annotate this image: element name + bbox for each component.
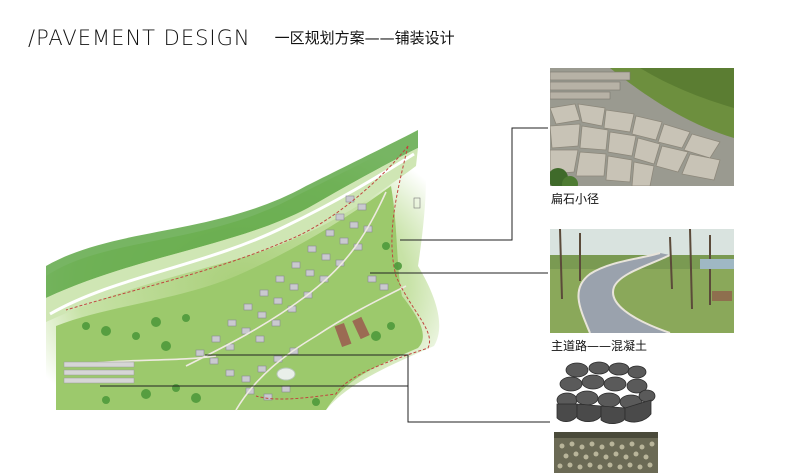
- flagstone-path-caption: 扁石小径: [551, 192, 600, 206]
- flagstone-path-photo: [550, 68, 734, 186]
- concrete-road-caption: 主道路——混凝土: [551, 339, 648, 353]
- title-chinese: 一区规划方案——铺装设计: [274, 29, 455, 47]
- title-english: /PAVEMENT DESIGN: [28, 26, 251, 50]
- page-header: /PAVEMENT DESIGN 一区规划方案——铺装设计: [28, 16, 455, 50]
- site-plan-map: [46, 126, 446, 414]
- concrete-road-photo: [550, 229, 734, 333]
- stone-paver-photo: [553, 360, 659, 428]
- pebble-paving-photo: [554, 432, 658, 473]
